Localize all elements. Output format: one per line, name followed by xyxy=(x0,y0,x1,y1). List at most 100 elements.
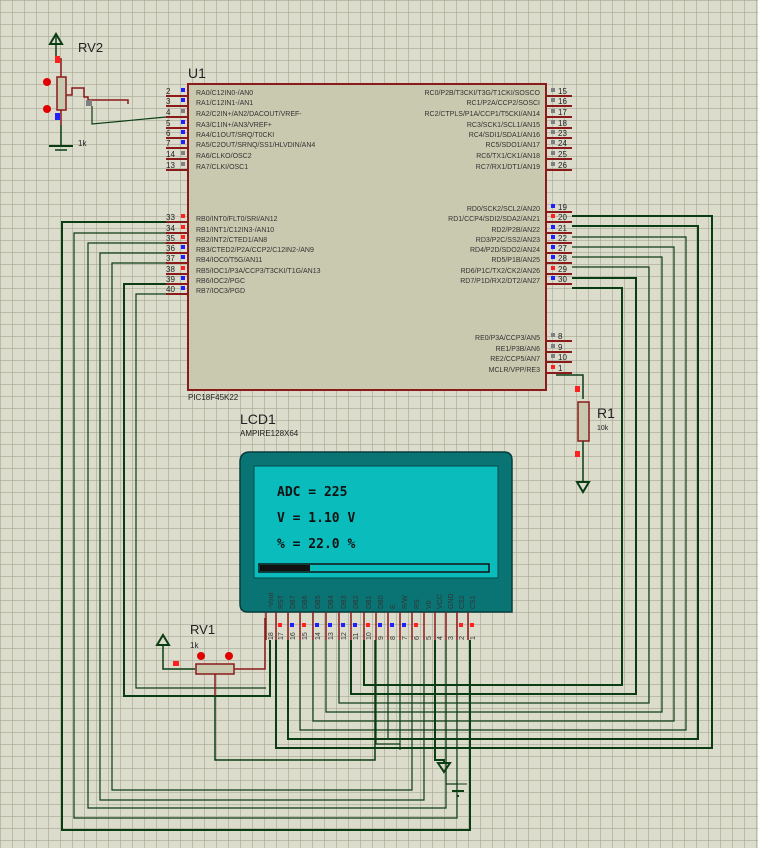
u1-pin-8[interactable]: 8 RE0/P3A/CCP3/AN5 xyxy=(475,332,572,342)
rv1-increase-button[interactable] xyxy=(225,652,233,660)
pin-label: RC1/P2A/CCP2/SOSCI xyxy=(466,100,540,107)
pin-label: RB6/IOC2/PGC xyxy=(196,278,245,285)
wire xyxy=(99,252,425,801)
rv2-decrease-button[interactable] xyxy=(43,105,51,113)
pin-state-indicator xyxy=(181,266,185,270)
rv1-potentiometer[interactable]: RV1 1k xyxy=(155,618,376,761)
pin-state-indicator xyxy=(353,623,357,627)
lcd-line-percent: % = 22.0 % xyxy=(277,537,355,552)
rv2-bottom-state xyxy=(55,113,60,120)
rv2-increase-button[interactable] xyxy=(43,78,51,86)
lcd1-display[interactable]: LCD1 AMPIRE128X64 ADC = 225 V = 1.10 V %… xyxy=(239,411,513,640)
wire xyxy=(91,106,167,125)
pin-state-indicator xyxy=(414,623,418,627)
pin-number: 25 xyxy=(558,150,567,159)
pin-state-indicator xyxy=(551,255,555,259)
r1-resistor[interactable]: R1 10k xyxy=(556,374,615,494)
pin-number: 6 xyxy=(166,129,171,138)
pin-state-indicator xyxy=(551,88,555,92)
u1-pin-20[interactable]: 20 RD1/CCP4/SDI2/SDA2/AN21 xyxy=(448,213,572,223)
r1-ref-label: R1 xyxy=(597,405,615,421)
wire xyxy=(135,293,266,689)
rv2-potentiometer[interactable]: RV2 1k xyxy=(43,32,129,151)
pin-label: RD1/CCP4/SDI2/SDA2/AN21 xyxy=(448,216,540,223)
pin-label: DB2 xyxy=(353,595,360,609)
pin-state-indicator xyxy=(551,354,555,358)
lcd-pin-5[interactable]: V05 xyxy=(423,600,433,640)
pin-state-indicator xyxy=(181,120,185,124)
rv2-wiper xyxy=(66,87,129,104)
lcd-pin-6[interactable]: RS6 xyxy=(411,599,421,640)
pin-label: RB0/INT0/FLT0/SRI/AN12 xyxy=(196,216,278,223)
pin-state-indicator xyxy=(551,151,555,155)
rv1-decrease-button[interactable] xyxy=(197,652,205,660)
u1-body[interactable] xyxy=(187,83,547,391)
lcd-pin-8[interactable]: E8 xyxy=(387,604,397,640)
pin-number: 28 xyxy=(558,254,567,263)
pin-state-indicator xyxy=(551,162,555,166)
lcd-ref-label: LCD1 xyxy=(240,411,276,427)
pin-state-indicator xyxy=(181,225,185,229)
r1-mclr-wire xyxy=(556,374,584,399)
pin-number: 12 xyxy=(341,632,348,640)
pin-label: RE0/P3A/CCP3/AN5 xyxy=(475,335,540,342)
rv2-value-label: 1k xyxy=(78,139,87,148)
pin-number: 8 xyxy=(558,332,563,341)
pin-number: 20 xyxy=(558,213,567,222)
pin-number: 7 xyxy=(402,636,409,640)
rv1-right-lead xyxy=(234,618,266,670)
pin-state-indicator xyxy=(551,98,555,102)
rv1-body xyxy=(195,663,235,675)
lcd-pin-7[interactable]: R/W7 xyxy=(399,595,409,640)
